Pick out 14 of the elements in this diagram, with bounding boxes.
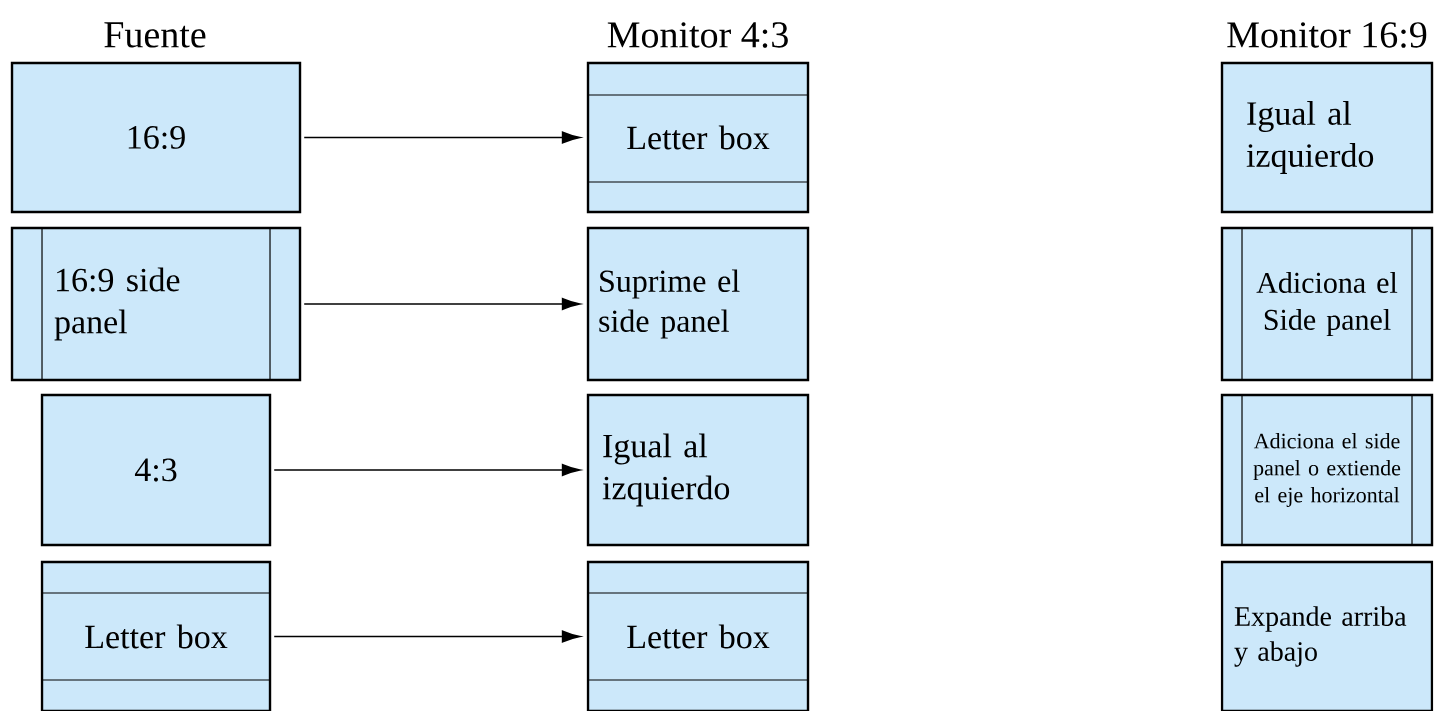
screen-box: Igual al izquierdo: [586, 393, 810, 547]
screen-box: Letter box: [586, 61, 810, 214]
screen-box: Letter box: [586, 560, 810, 711]
screen-box: Igual al izquierdo: [1220, 61, 1434, 214]
arrow: [273, 463, 581, 477]
arrow: [303, 297, 581, 311]
screen-box: Suprime el side panel: [586, 226, 810, 382]
screen-box: Letter box: [40, 560, 272, 711]
screen-box: Adiciona el side panel o extiende el eje horizontal: [1220, 393, 1434, 547]
screen-box: 16:9: [10, 61, 302, 214]
screen-box: 4:3: [40, 393, 272, 547]
screen-box: Expande arriba y abajo: [1220, 560, 1434, 711]
screen-box: 16:9 side panel: [10, 226, 302, 382]
screen-box: Adiciona el Side panel: [1220, 226, 1434, 382]
